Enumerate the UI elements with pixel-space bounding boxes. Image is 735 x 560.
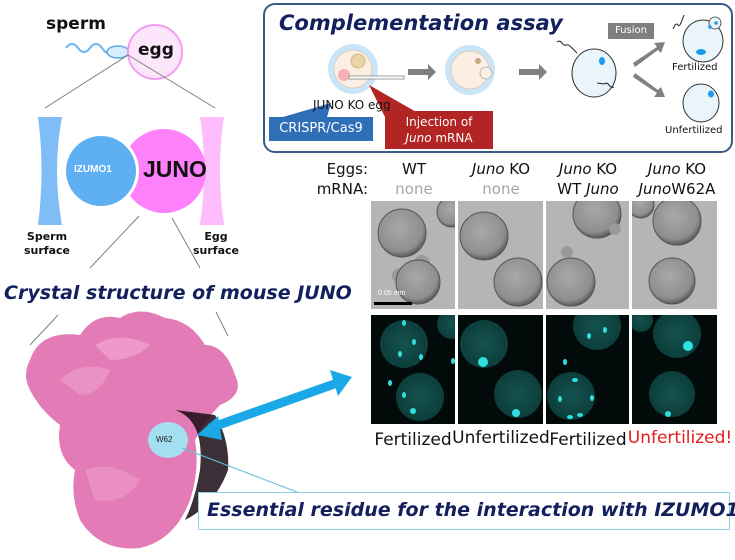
eggs-row-label: Eggs:	[326, 160, 368, 178]
egg-surface-label: Egg surface	[193, 230, 239, 257]
insemination-egg-icon	[571, 48, 617, 98]
izumo-shape-icon	[66, 136, 136, 206]
juno-shape-icon	[122, 129, 206, 213]
complementation-assay-panel: Complementation assay	[263, 3, 733, 153]
row-labels: Eggs: mRNA:	[300, 159, 368, 199]
egg-membrane-icon	[200, 117, 224, 225]
column-header-juno-ko-wt-juno: Juno KO WT Juno	[557, 160, 619, 198]
column-header-wt: WT none	[395, 160, 433, 198]
arrow-up-right-icon	[633, 42, 665, 67]
fertilized-label: Fertilized	[672, 62, 718, 73]
result-wt-juno: Fertilized	[549, 430, 627, 450]
crispr-cas9-badge: CRISPR/Cas9	[269, 117, 373, 141]
injection-badge: Injection of Juno mRNA	[385, 111, 493, 149]
juno-crystal-structure	[26, 311, 238, 549]
callout-box: Essential residue for the interaction wi…	[198, 492, 735, 530]
sperm-tail-icon	[65, 43, 111, 55]
unfertilized-label: Unfertilized	[665, 125, 723, 136]
arrow-right-icon	[408, 64, 436, 80]
sperm-surface-label: Sperm surface	[24, 230, 70, 257]
column-header-juno-ko-w62a: Juno KO JunoW62A	[638, 160, 716, 198]
assay-illustration	[283, 14, 724, 123]
result-wt: Fertilized	[374, 430, 452, 450]
interaction-arrow-icon	[197, 370, 352, 440]
sperm-membrane-icon	[38, 117, 62, 225]
sperm-label: sperm	[46, 14, 106, 34]
ko-egg-label: JUNO KO egg	[313, 98, 391, 112]
result-w62a: Unfertilized!	[627, 428, 733, 448]
fertilized-egg-icon	[682, 19, 724, 63]
arrow-down-right-icon	[633, 73, 665, 97]
column-header-juno-ko: Juno KO none	[471, 160, 531, 198]
scale-bar-label: 0.05 mm	[378, 290, 406, 297]
w62-label: W62	[156, 435, 173, 444]
callout-text: Essential residue for the interaction wi…	[207, 499, 735, 521]
egg-circle-icon	[127, 24, 183, 80]
crystal-structure-title: Crystal structure of mouse JUNO	[4, 282, 352, 304]
unfertilized-egg-icon	[682, 83, 720, 123]
juno-label: JUNO	[143, 156, 207, 182]
fusion-badge: Fusion	[608, 23, 654, 39]
injection-pipette-icon	[348, 75, 405, 80]
result-juno-ko: Unfertilized	[452, 428, 550, 448]
arrow-right-icon	[519, 64, 547, 80]
mrna-row-label: mRNA:	[316, 180, 368, 198]
assay-title: Complementation assay	[279, 11, 563, 35]
izumo1-label: IZUMO1	[74, 164, 112, 175]
egg-label: egg	[138, 40, 174, 60]
w62-residue-patch	[148, 422, 188, 458]
